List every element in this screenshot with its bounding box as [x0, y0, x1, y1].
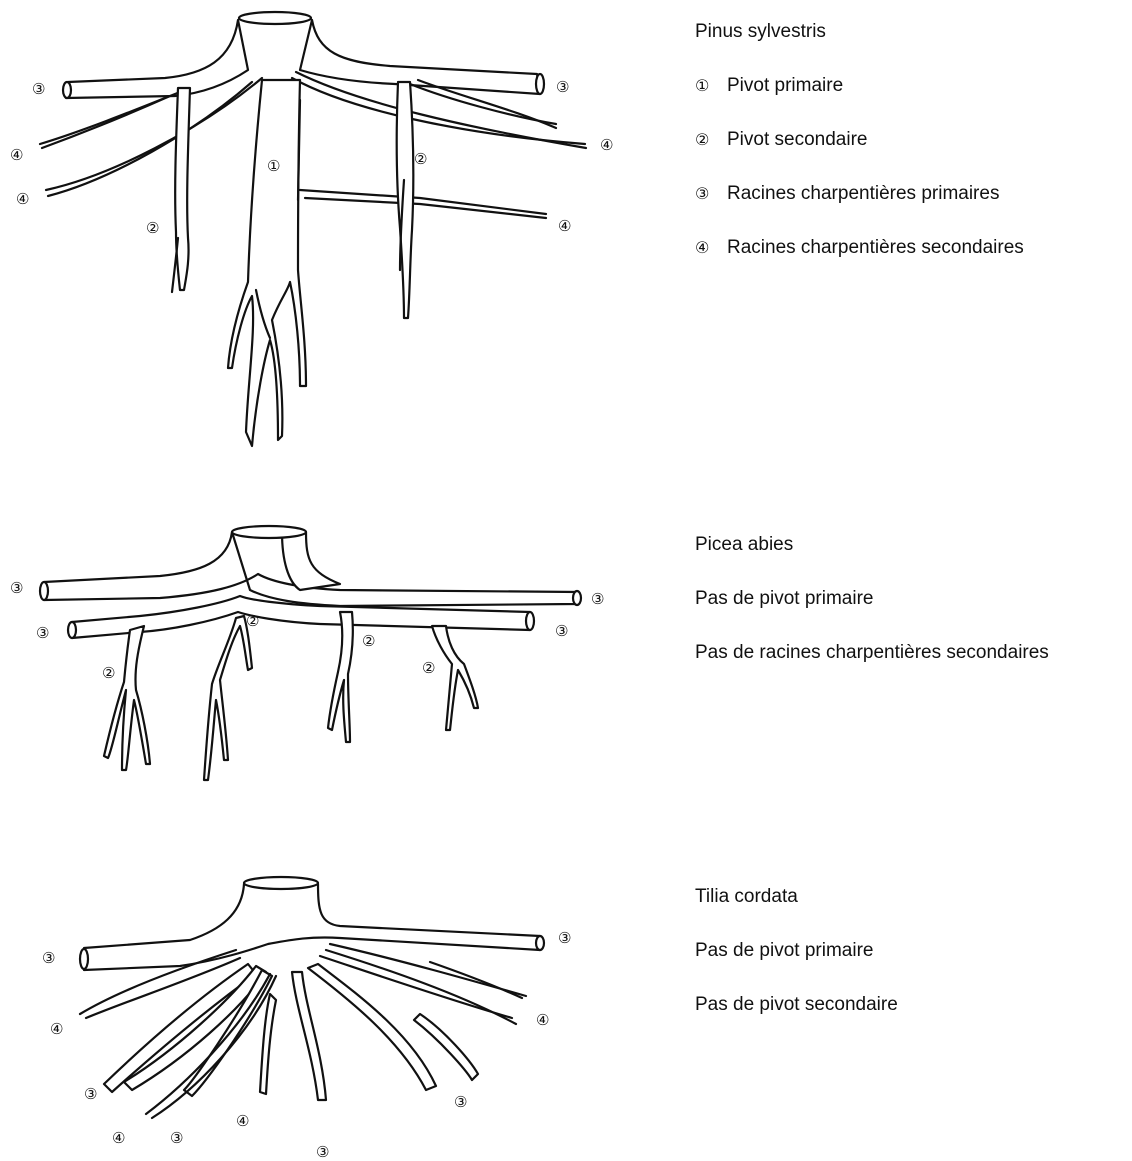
- pinus-secondary-taproot-right: [397, 82, 414, 318]
- marker-3: ③: [32, 80, 45, 98]
- marker-3: ③: [36, 624, 49, 642]
- legend-marker: ②: [695, 132, 727, 148]
- legend-text: Pas de pivot primaire: [695, 941, 873, 960]
- legend-text: Pivot primaire: [727, 75, 843, 96]
- marker-3: ③: [555, 622, 568, 640]
- legend-marker: ④: [695, 240, 727, 256]
- marker-2: ②: [246, 612, 259, 630]
- marker-4: ④: [10, 146, 23, 164]
- pinus-stump-top: [239, 12, 311, 24]
- marker-2: ②: [422, 659, 435, 677]
- marker-3: ③: [42, 949, 55, 967]
- pinus-taproot: [228, 80, 306, 446]
- pinus-sylvestris-root-drawing: [40, 12, 586, 446]
- marker-2: ②: [414, 150, 427, 168]
- picea-secondary-taproot-1: [104, 626, 150, 770]
- species-name: Picea abies: [695, 535, 793, 554]
- marker-4: ④: [536, 1011, 549, 1029]
- marker-3: ③: [84, 1085, 97, 1103]
- picea-secondary-taproot-3: [328, 612, 353, 742]
- pinus-secondary-lateral-2b: [48, 82, 252, 196]
- tilia-root-h: [308, 964, 436, 1090]
- tilia-root-j2: [326, 950, 516, 1024]
- marker-4: ④: [112, 1129, 125, 1147]
- tilia-cordata-root-drawing: [80, 877, 544, 1118]
- pinus-secondary-taproot-left: [175, 88, 190, 290]
- legend-text: Racines charpentières secondaires: [727, 237, 1024, 258]
- marker-4: ④: [16, 190, 29, 208]
- picea-secondary-taproot-4: [432, 626, 478, 730]
- tilia-root-k2: [430, 962, 522, 998]
- tilia-root-f: [260, 994, 276, 1094]
- marker-4: ④: [558, 217, 571, 235]
- marker-3: ③: [454, 1093, 467, 1111]
- marker-2: ②: [362, 632, 375, 650]
- picea-stump-top: [232, 526, 306, 538]
- picea-root-end-2: [573, 591, 581, 605]
- legend-text: Pas de pivot primaire: [695, 589, 873, 608]
- legend-text: Pas de pivot secondaire: [695, 995, 898, 1014]
- legend-marker: ③: [695, 186, 727, 202]
- picea-abies-root-drawing: [40, 526, 581, 780]
- picea-trunk-right: [282, 532, 340, 590]
- tilia-stump-top: [244, 877, 318, 889]
- marker-2: ②: [102, 664, 115, 682]
- tilia-root-end-right: [536, 936, 544, 950]
- species-name: Tilia cordata: [695, 887, 798, 906]
- marker-3: ③: [10, 579, 23, 597]
- legend-text: Racines charpentières primaires: [727, 183, 999, 204]
- tilia-root-g: [292, 972, 326, 1100]
- picea-root-end-4: [526, 612, 534, 630]
- marker-1: ①: [267, 157, 280, 175]
- pinus-secondary-lateral-5: [300, 190, 546, 214]
- tilia-root-end-left: [80, 949, 88, 969]
- marker-3: ③: [556, 78, 569, 96]
- marker-3: ③: [591, 590, 604, 608]
- pinus-primary-lateral-left: [66, 20, 248, 98]
- pinus-root-end-left: [63, 82, 71, 98]
- legend-marker: ①: [695, 78, 727, 94]
- species-name: Pinus sylvestris: [695, 22, 826, 41]
- picea-root-end-3: [68, 622, 76, 638]
- pinus-primary-lateral-right: [300, 20, 540, 94]
- marker-4: ④: [50, 1020, 63, 1038]
- legend-text: Pas de racines charpentières secondaires: [695, 643, 1049, 662]
- marker-2: ②: [146, 219, 159, 237]
- pinus-root-end-right: [536, 74, 544, 94]
- marker-4: ④: [236, 1112, 249, 1130]
- marker-3: ③: [558, 929, 571, 947]
- marker-4: ④: [600, 136, 613, 154]
- tilia-main-laterals: [84, 884, 540, 970]
- marker-3: ③: [170, 1129, 183, 1147]
- marker-3: ③: [316, 1143, 329, 1161]
- picea-root-end-1: [40, 582, 48, 600]
- legend-text: Pivot secondaire: [727, 129, 867, 150]
- pinus-secondary-lateral-5b: [305, 198, 546, 218]
- picea-secondary-taproot-2: [204, 616, 252, 780]
